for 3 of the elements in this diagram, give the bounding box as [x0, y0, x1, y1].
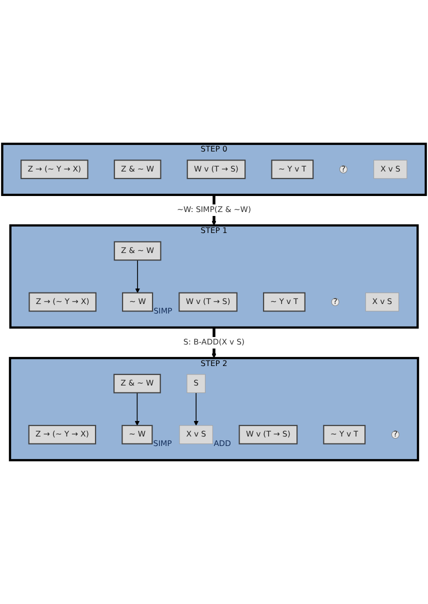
arrow [134, 392, 140, 426]
arrow [194, 392, 199, 426]
arrow [135, 260, 140, 294]
